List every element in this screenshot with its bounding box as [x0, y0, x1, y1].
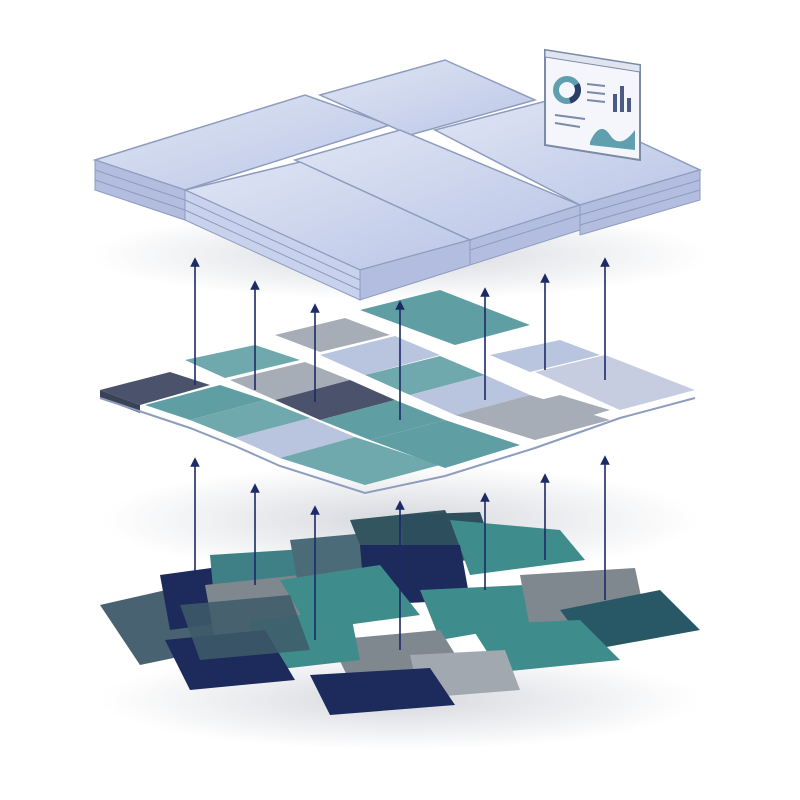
dashboard-card	[544, 48, 641, 162]
grid-tile	[230, 362, 350, 400]
bar-chart-icon	[613, 86, 631, 112]
grid-tile	[365, 356, 485, 395]
grid-tile	[320, 336, 440, 375]
grid-tile	[370, 420, 520, 468]
bottom-layer-scattered-cards	[100, 510, 700, 715]
grid-tile	[275, 380, 395, 420]
list-lines-icon	[554, 83, 606, 128]
grid-tile	[500, 395, 610, 428]
grid-tile	[235, 418, 355, 458]
grid-tile	[320, 400, 445, 440]
grid-tile	[145, 385, 265, 420]
scatter-card	[310, 668, 455, 715]
grid-tile	[280, 437, 440, 485]
block-tile	[292, 129, 583, 266]
dashboard-card-header	[544, 49, 641, 73]
top-layer-structured-blocks	[92, 59, 703, 301]
scatter-card	[450, 520, 585, 575]
block-tile	[182, 161, 473, 301]
scatter-card	[420, 585, 555, 640]
grid-tile	[190, 400, 310, 438]
arrows-middle-to-top	[190, 257, 610, 420]
middle-layer-grid-tiles	[99, 290, 696, 495]
arrows-bottom-to-middle	[190, 455, 610, 650]
grid-tile	[410, 375, 530, 415]
block-tile	[432, 99, 703, 236]
area-chart-icon	[590, 128, 635, 150]
scatter-card	[180, 595, 310, 660]
block-tile	[317, 59, 538, 136]
grid-tile	[100, 372, 210, 405]
grid-tile	[535, 355, 695, 410]
grid-tile	[185, 345, 300, 378]
grid-tile	[275, 318, 390, 352]
middle-layer-edge	[99, 397, 696, 495]
